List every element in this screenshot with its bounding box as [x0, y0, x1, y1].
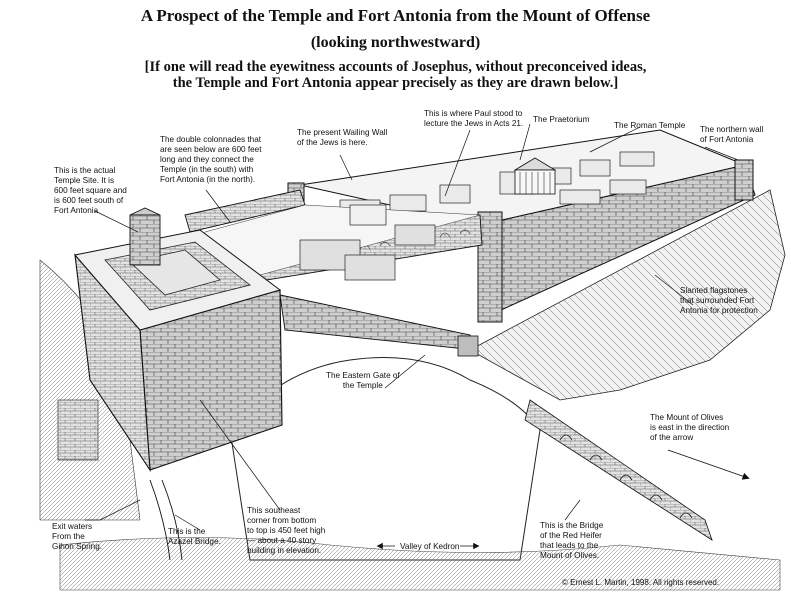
label-red-heifer-bridge: This is the Bridge of the Red Heifer tha…	[540, 521, 604, 560]
holy-place-tower	[129, 207, 161, 266]
rock-hill	[229, 357, 541, 561]
label-praetorium: The Praetorium	[533, 115, 590, 124]
label-wailing-wall: The present Wailing Wall of the Jews is …	[297, 128, 388, 147]
page-title: A Prospect of the Temple and Fort Antoni…	[140, 6, 651, 25]
label-northern-wall: The northern wall of Fort Antonia	[700, 125, 764, 144]
label-mount-of-olives: The Mount of Olives is east in the direc…	[650, 413, 730, 442]
label-azazel-bridge: This is the Azazel Bridge.	[168, 527, 221, 546]
red-heifer-bridge-drawing	[524, 399, 713, 541]
label-actual-temple-site: This is the actual Temple Site. It is 60…	[54, 166, 127, 215]
label-exit-waters: Exit waters From the Gihon Spring.	[52, 522, 103, 551]
left-ruin-wall	[57, 399, 99, 461]
valley-floor	[59, 537, 781, 591]
label-slanted-flagstones: Slanted flagstones that surrounded Fort …	[680, 286, 758, 315]
label-southeast-corner: This southeast corner from bottom to top…	[247, 506, 326, 555]
page-subtitle: (looking northwestward)	[310, 34, 481, 51]
header-note-line2: the Temple and Fort Antonia appear preci…	[172, 75, 619, 91]
label-eastern-gate: The Eastern Gate of the Temple	[326, 371, 400, 390]
label-roman-temple: The Roman Temple	[614, 121, 686, 130]
header-note-line1: [If one will read the eyewitness account…	[144, 59, 647, 75]
flagstones-slope	[469, 189, 786, 401]
label-valley-of-kedron: Valley of Kedron	[400, 542, 460, 551]
fort-se-tower	[477, 211, 503, 323]
fort-ne-tower	[734, 159, 754, 201]
copyright-notice: © Ernest L. Martin, 1998. All rights res…	[562, 578, 720, 587]
leader-lines	[85, 123, 739, 531]
court-structures	[299, 204, 436, 281]
eastern-gate	[457, 335, 479, 357]
descending-wall	[279, 294, 476, 351]
roman-temple-building	[513, 157, 557, 195]
label-double-colonnades: The double colonnades that are seen belo…	[160, 135, 262, 184]
label-paul-stood: This is where Paul stood to lecture the …	[424, 109, 524, 128]
azazel-bridge-drawing	[149, 479, 183, 561]
olives-direction-arrow	[667, 449, 750, 480]
